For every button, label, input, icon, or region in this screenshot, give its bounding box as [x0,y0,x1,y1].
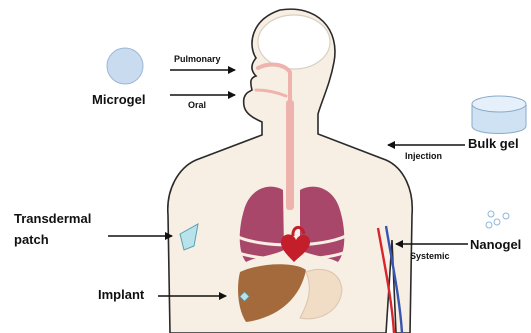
brain-shape [258,15,330,69]
transdermal-label-line1: Transdermal [14,211,91,226]
nanogel-icon [486,211,509,228]
bulk-gel-top [472,96,526,112]
systemic-label: Systemic [410,251,450,261]
bulk-gel-label: Bulk gel [468,136,519,151]
transdermal-label-line2: patch [14,232,49,247]
microgel-icon [107,48,143,84]
trachea [286,100,294,210]
injection-label: Injection [405,151,442,161]
nanogel-label: Nanogel [470,237,521,252]
oral-label: Oral [188,100,206,110]
pulmonary-label: Pulmonary [174,54,221,64]
microgel-label: Microgel [92,92,145,107]
implant-label: Implant [98,287,144,302]
